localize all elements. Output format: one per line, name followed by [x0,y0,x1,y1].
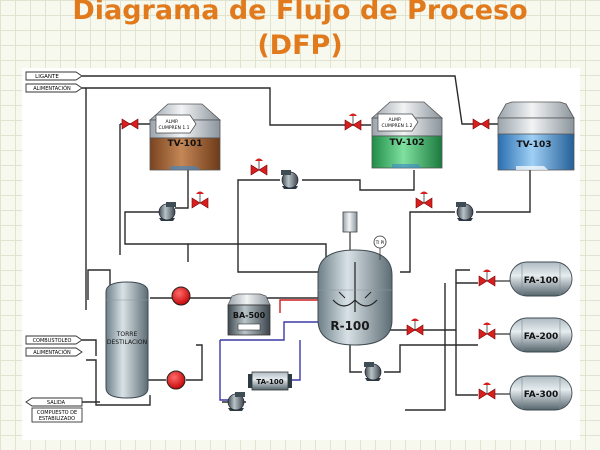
diagram-title-line2: (DFP) [257,30,343,61]
storage-fa-100[interactable]: FA-100 [509,261,573,297]
tank-label: TV-101 [168,139,203,149]
tag-line2: CUMPREN 1.1 [159,125,190,131]
valve [344,113,362,131]
tank-label: TV-102 [390,138,425,148]
label-ligante: LIGANTE [35,74,59,80]
pump [456,202,474,221]
label-compuesto-line1: COMPUESTO DE [37,410,77,416]
io-compuesto: COMPUESTO DE ESTABILIZADO [31,407,83,423]
label-compuesto-line2: ESTABILIZADO [39,416,75,422]
storage-inlets [495,280,510,395]
valve [478,382,496,400]
tag-line1: ALMP. [166,119,179,125]
io-alimentacion-top: ALIMENTACIÓN [25,83,83,93]
valve [478,269,496,287]
valve [191,191,209,209]
valve [406,318,424,336]
reactor-motor [342,211,358,233]
ba-label: BA-500 [233,311,266,320]
label-alimentacion-mid: ALIMENTACIÓN [33,349,71,356]
temperature-pressure-indicator: TI PI [373,235,387,260]
valve [415,191,433,209]
pump [281,170,299,189]
tank-tv-101[interactable]: ALMP. CUMPREN 1.1 TV-101 [148,103,222,171]
tower-label-line1: TORRE [116,331,138,338]
heat-exchangers[interactable] [166,286,191,390]
io-alimentacion-mid: ALIMENTACIÓN [25,347,83,357]
storage-fa-200[interactable]: FA-200 [509,317,573,353]
valve [478,322,496,340]
diagram-title-line1: Diagrama de Flujo de Proceso [72,0,528,26]
storage-label: FA-100 [524,276,559,286]
process-piping [82,75,531,411]
ta-label: TA-100 [256,378,283,386]
distillation-tower[interactable]: TORRE DESTILACION [105,281,149,399]
equipment-ba-500[interactable]: BA-500 [227,293,271,336]
storage-label: FA-300 [524,390,559,400]
label-alimentacion-top: ALIMENTACIÓN [33,85,71,92]
tower-label-line2: DESTILACION [107,339,147,346]
io-salida: SALIDA [25,397,83,407]
exchanger-top [171,286,191,306]
tag-line2: CUMPREN 1.2 [382,123,413,129]
label-combustoleo: COMBUSTOLEO [33,338,72,344]
exchanger-bottom [166,370,186,390]
pumps[interactable] [158,170,474,411]
tag-line1: ALMP. [389,117,402,123]
reactor-r-100[interactable]: R-100 [317,211,393,346]
tank-tag-tv-101 [155,114,197,134]
pump [364,362,382,381]
storage-label: FA-200 [524,332,559,342]
io-combustoleo: COMBUSTOLEO [25,335,83,345]
instrument-label: TI PI [375,240,385,245]
storage-fa-300[interactable]: FA-300 [509,375,573,411]
equipment-ta-100[interactable]: TA-100 [248,371,292,391]
pump [227,392,245,411]
label-salida: SALIDA [47,400,66,406]
valve [250,158,268,176]
reactor-label: R-100 [330,319,369,333]
io-ligante: LIGANTE [25,71,83,81]
valves[interactable] [121,113,496,400]
tank-label: TV-103 [517,140,552,150]
valve [121,118,139,130]
pump [158,202,176,221]
tank-tv-103[interactable]: TV-103 [497,101,575,171]
tank-tv-102[interactable]: ALMP. CUMPREN 1.2 TV-102 [370,101,444,169]
valve [472,118,490,130]
tank-tag-tv-102 [377,113,419,132]
